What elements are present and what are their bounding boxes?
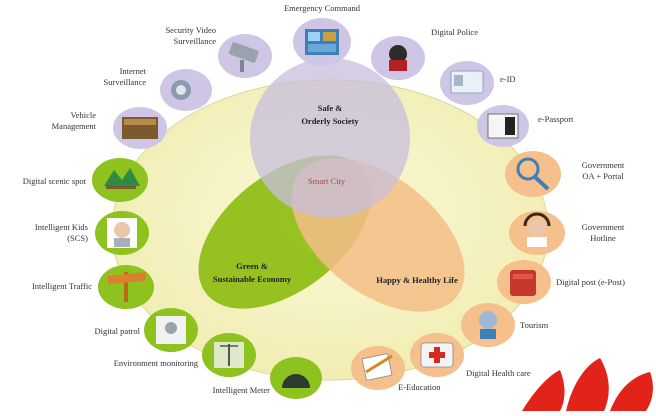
- label-emergency-command: Emergency Command: [283, 3, 361, 13]
- health-care-icon[interactable]: [410, 333, 464, 377]
- internet-surveillance-icon[interactable]: [160, 69, 212, 111]
- label-eid: e-ID: [500, 74, 516, 84]
- label-digital-post: Digital post (e-Post): [556, 277, 625, 287]
- label-intelligent-traffic: Intelligent Traffic: [31, 281, 92, 291]
- vehicle-management-icon[interactable]: [113, 107, 167, 149]
- digital-police-icon[interactable]: [371, 36, 425, 80]
- venn-label-safe: Safe &Orderly Society: [301, 103, 359, 126]
- label-health-care: Digital Health care: [466, 368, 531, 378]
- label-environment-monitoring: Environment monitoring: [113, 358, 198, 368]
- venn-label-happy: Happy & Healthy Life: [376, 275, 458, 285]
- gov-hotline-icon[interactable]: [509, 211, 565, 255]
- intelligent-traffic-icon[interactable]: [98, 265, 154, 309]
- eid-icon[interactable]: [440, 61, 494, 105]
- core-label: Smart City: [308, 176, 346, 186]
- gov-portal-icon[interactable]: [505, 151, 561, 197]
- digital-post-icon[interactable]: [497, 260, 551, 304]
- security-video-icon[interactable]: [218, 34, 272, 78]
- label-epassport: e-Passport: [538, 114, 574, 124]
- scenic-spot-icon[interactable]: [92, 158, 148, 202]
- intelligent-meter-icon[interactable]: [270, 357, 322, 399]
- intelligent-kids-icon[interactable]: [95, 211, 149, 255]
- tourism-icon[interactable]: [461, 303, 515, 347]
- digital-patrol-icon[interactable]: [144, 308, 198, 352]
- label-scenic-spot: Digital scenic spot: [22, 176, 86, 186]
- label-e-education: E-Education: [398, 382, 441, 392]
- environment-monitoring-icon[interactable]: [202, 333, 256, 377]
- label-digital-police: Digital Police: [431, 27, 478, 37]
- epassport-icon[interactable]: [477, 105, 529, 147]
- venn-label-green: Green &Sustainable Economy: [212, 261, 292, 284]
- label-intelligent-meter: Intelligent Meter: [212, 385, 270, 395]
- e-education-icon[interactable]: [351, 346, 405, 390]
- label-intelligent-kids: Intelligent Kids(SCS): [34, 222, 88, 244]
- brand-logo-icon: [522, 358, 653, 411]
- label-digital-patrol: Digital patrol: [94, 326, 140, 336]
- venn-safe: [250, 58, 410, 218]
- label-tourism: Tourism: [520, 320, 549, 330]
- emergency-command-icon[interactable]: [293, 18, 351, 66]
